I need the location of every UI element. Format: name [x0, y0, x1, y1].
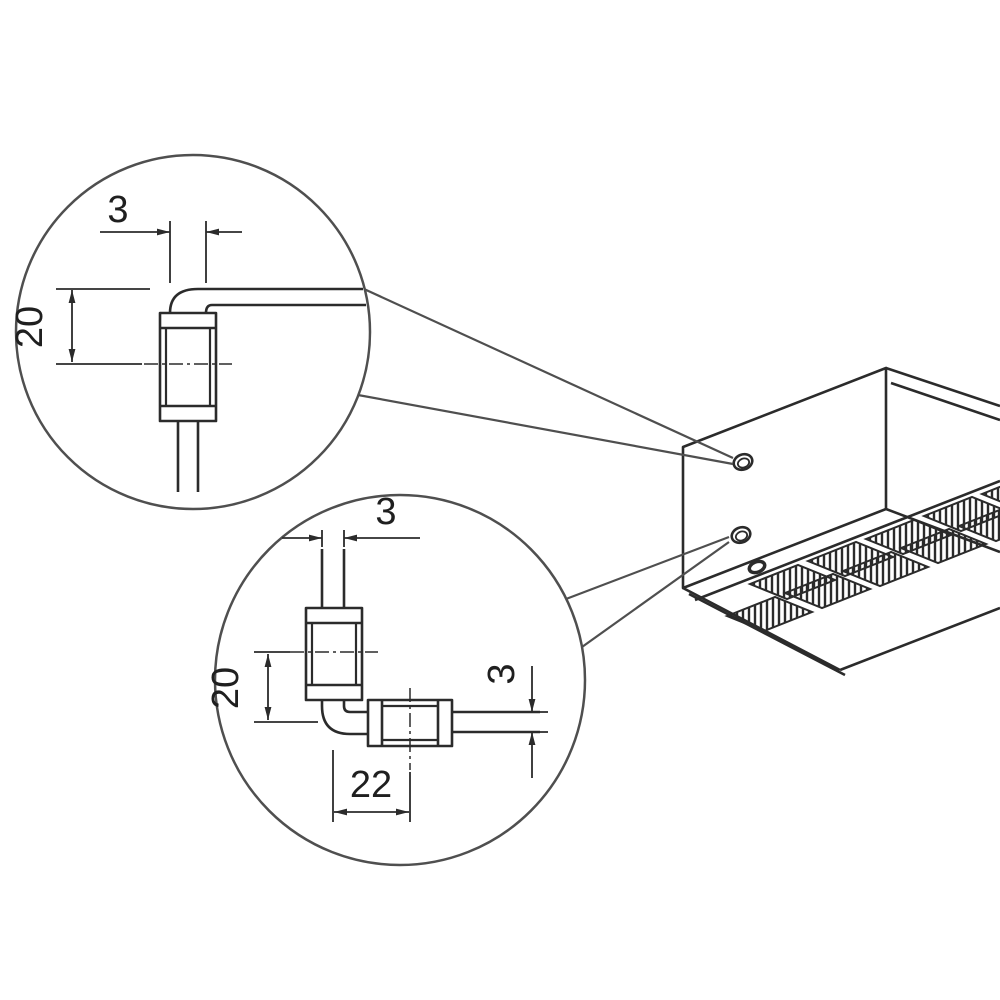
device-top-edge — [885, 366, 1000, 408]
connector-drawing-bottom — [290, 549, 540, 770]
dimension-insert-length-bottom: 20 — [205, 651, 318, 723]
detail-callout-bottom: 3 20 22 3 — [205, 491, 587, 867]
dimension-wire-width-bottom: 3 — [282, 491, 420, 547]
wire-bend-inner — [204, 303, 366, 314]
wire-upper — [320, 549, 346, 608]
device-top-edge-inner — [890, 381, 1000, 422]
device-bottom-face — [683, 509, 1000, 670]
dimension-insert-length-top: 20 — [9, 288, 150, 365]
wire-bend-outer — [168, 287, 363, 314]
mounting-hole-lower — [730, 525, 752, 545]
dim-label-wire-width-bottom: 3 — [375, 491, 396, 533]
dimension-horizontal-length: 22 — [332, 750, 411, 822]
clamp-inner-walls — [164, 328, 212, 406]
device-bottom-far-edge — [839, 606, 1000, 672]
clamp-vertical-bands — [306, 621, 362, 687]
leader-line-top-1 — [363, 287, 734, 460]
wire-elbow-inner — [342, 700, 368, 714]
leader-line-bottom-2 — [581, 541, 730, 648]
vent-panel-front-edge — [694, 479, 1000, 602]
extension-lines — [540, 711, 548, 733]
mounting-hole-upper — [732, 452, 754, 472]
device-bottom-left-edge-inner — [688, 592, 846, 677]
detail-callout-top: 3 20 — [9, 153, 372, 511]
leader-lines — [357, 287, 734, 648]
clamp-body — [158, 311, 218, 423]
dim-label-insert-length-top: 20 — [9, 306, 51, 348]
clamp-vertical-inner-walls — [310, 623, 358, 685]
clamp-horizontal-bands — [380, 700, 440, 746]
dim-label-wire-width-top: 3 — [107, 189, 128, 231]
leader-line-bottom-1 — [565, 535, 730, 601]
wire-exit-right — [452, 710, 540, 734]
device-isometric-view — [681, 366, 1000, 677]
extension-lines — [332, 750, 411, 822]
dim-label-wire-thickness: 3 — [481, 663, 523, 684]
callout-circle-bottom — [213, 493, 587, 867]
extension-lines — [254, 651, 318, 723]
extension-lines — [56, 288, 150, 365]
dimension-wire-thickness: 3 — [481, 663, 548, 778]
leader-line-top-2 — [357, 393, 734, 466]
wire-lower — [176, 421, 200, 492]
dim-label-horizontal-length: 22 — [350, 764, 392, 806]
bottom-edge-hole — [747, 559, 767, 575]
dimension-wire-width-top: 3 — [100, 189, 242, 283]
dim-label-insert-length-bottom: 20 — [205, 667, 247, 709]
wire-elbow-outer — [320, 700, 368, 736]
connector-drawing-top — [144, 287, 366, 492]
